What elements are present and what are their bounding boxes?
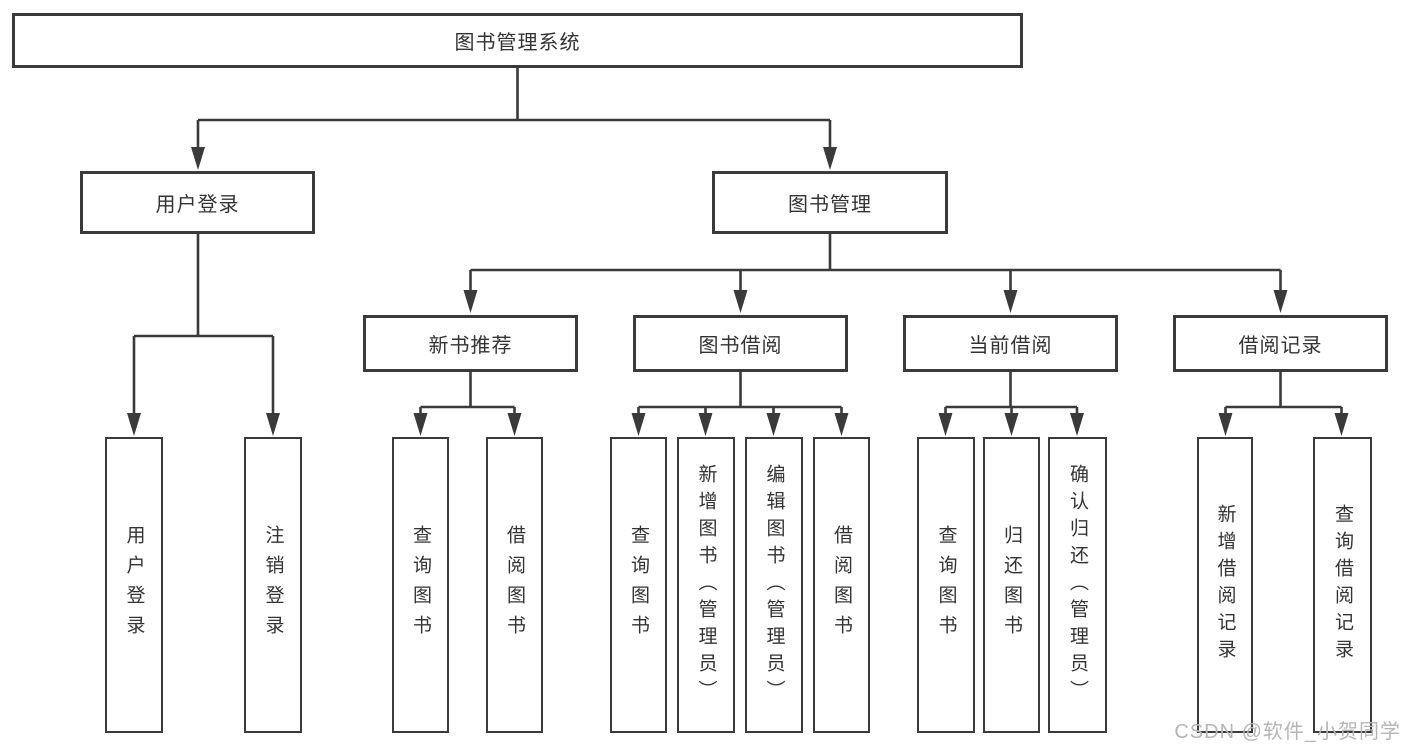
node-root-label: 图书管理系统	[454, 32, 581, 54]
leaf-user-login-label: 用户登录	[123, 525, 145, 645]
connector-mgmt-to-level3	[469, 234, 1282, 301]
connector-root-to-level2	[196, 68, 832, 158]
leaf-borrow-books-label: 借阅图书	[831, 525, 852, 645]
leaf-query-books-borrow: 查询图书	[610, 437, 667, 733]
leaf-return-books-label: 归还图书	[1001, 525, 1022, 645]
node-new-book-rec: 新书推荐	[363, 315, 578, 372]
node-new-book-rec-label: 新书推荐	[428, 335, 513, 357]
leaf-edit-books-admin-label: 编辑图书（管理员）	[763, 463, 785, 707]
node-borrow-records: 借阅记录	[1173, 315, 1388, 372]
arrowhead-icon	[766, 413, 781, 436]
node-book-borrow: 图书借阅	[633, 315, 848, 372]
leaf-query-books-current: 查询图书	[917, 437, 975, 733]
leaf-confirm-return-admin-label: 确认归还（管理员）	[1067, 463, 1088, 707]
leaf-edit-books-admin: 编辑图书（管理员）	[745, 437, 803, 733]
leaf-logout-label: 注销登录	[262, 525, 284, 645]
connector-newbook-to-leaves	[419, 372, 516, 424]
arrowhead-icon	[938, 413, 953, 436]
arrowhead-icon	[631, 413, 646, 436]
leaf-query-books-borrow-label: 查询图书	[628, 525, 649, 645]
leaf-confirm-return-admin: 确认归还（管理员）	[1048, 437, 1107, 733]
arrowhead-icon	[507, 413, 522, 436]
arrowhead-icon	[413, 413, 428, 436]
leaf-query-borrow-record: 查询借阅记录	[1313, 437, 1372, 733]
connector-login-to-leaves	[132, 234, 275, 424]
arrowhead-icon	[1004, 413, 1019, 436]
node-borrow-records-label: 借阅记录	[1238, 335, 1323, 357]
arrowhead-icon	[127, 413, 141, 436]
arrowhead-icon	[698, 413, 713, 436]
connector-current-to-leaves	[944, 372, 1079, 424]
arrowhead-icon	[1218, 413, 1233, 436]
arrowhead-icon	[834, 413, 849, 436]
leaf-borrow-books: 借阅图书	[813, 437, 870, 733]
node-user-login-branch: 用户登录	[80, 171, 315, 234]
arrowhead-icon	[823, 147, 837, 170]
leaf-add-borrow-record: 新增借阅记录	[1197, 437, 1253, 733]
connector-records-to-leaves	[1224, 372, 1343, 424]
node-root: 图书管理系统	[12, 13, 1023, 68]
node-book-borrow-label: 图书借阅	[698, 335, 783, 357]
node-current-borrow: 当前借阅	[903, 315, 1118, 372]
arrowhead-icon	[1334, 413, 1349, 436]
leaf-query-books-rec: 查询图书	[392, 437, 449, 733]
leaf-add-books-admin-label: 新增图书（管理员）	[695, 463, 717, 707]
arrowhead-icon	[191, 147, 205, 170]
arrowhead-icon	[463, 290, 478, 313]
leaf-user-login: 用户登录	[105, 437, 163, 733]
node-book-mgmt-label: 图书管理	[788, 194, 872, 216]
connector-borrow-to-leaves	[637, 372, 843, 424]
leaf-query-books-rec-label: 查询图书	[410, 525, 431, 645]
arrowhead-icon	[266, 413, 280, 436]
leaf-query-borrow-record-label: 查询借阅记录	[1332, 504, 1353, 666]
arrowhead-icon	[1070, 413, 1084, 436]
node-current-borrow-label: 当前借阅	[968, 335, 1053, 357]
arrowhead-icon	[733, 290, 748, 313]
node-user-login-label: 用户登录	[155, 194, 240, 216]
watermark: CSDN @软件_小贺同学	[1174, 721, 1401, 743]
leaf-logout: 注销登录	[244, 437, 302, 733]
leaf-add-borrow-record-label: 新增借阅记录	[1214, 504, 1236, 666]
leaf-add-books-admin: 新增图书（管理员）	[677, 437, 735, 733]
leaf-return-books: 归还图书	[983, 437, 1040, 733]
leaf-borrow-books-rec-label: 借阅图书	[504, 525, 525, 645]
leaf-borrow-books-rec: 借阅图书	[486, 437, 543, 733]
arrowhead-icon	[1273, 290, 1288, 313]
leaf-query-books-current-label: 查询图书	[935, 525, 957, 645]
arrowhead-icon	[1003, 290, 1018, 313]
node-book-mgmt-branch: 图书管理	[712, 171, 948, 234]
